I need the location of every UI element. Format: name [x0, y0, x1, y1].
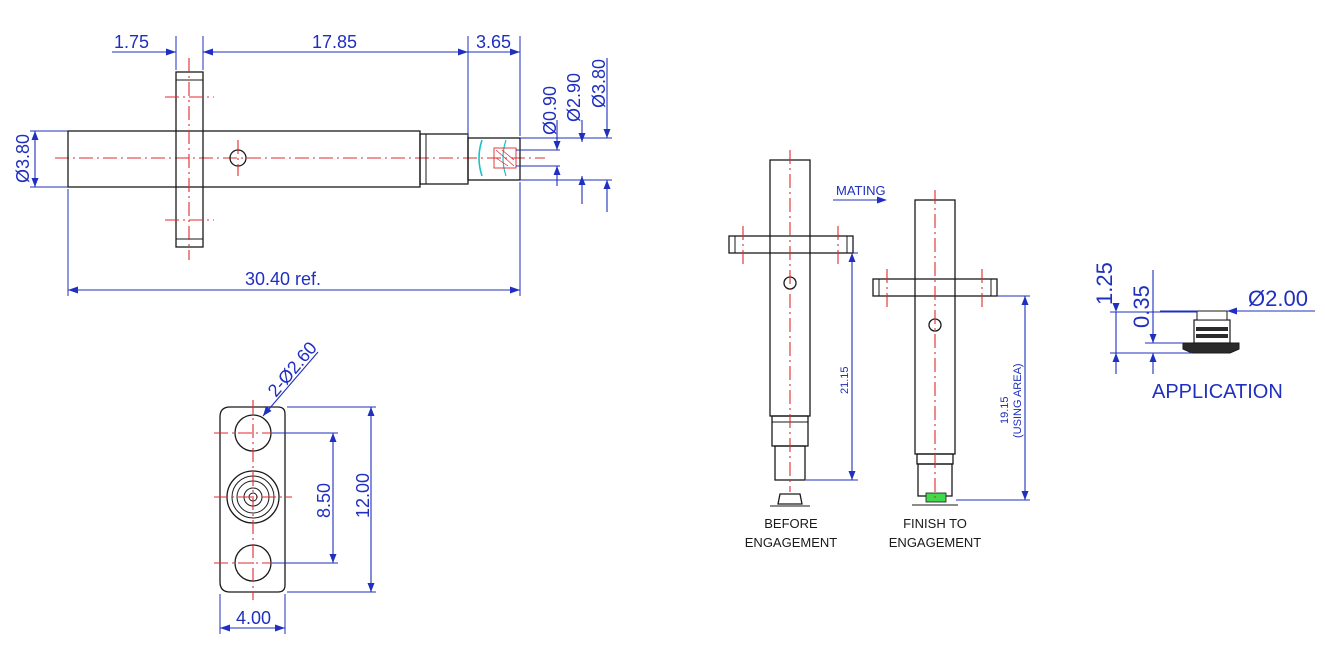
dim-tip-length: 3.65: [476, 32, 511, 52]
app-dim-height: 1.25: [1092, 262, 1117, 305]
tip-contact-arc: [478, 139, 483, 177]
dim-total-length: 30.40 ref.: [245, 269, 321, 289]
dim-d380-right: Ø3.80: [589, 59, 609, 108]
application-connector: [1193, 319, 1231, 344]
mating-label: MATING: [836, 183, 886, 198]
dim-d290: Ø2.90: [564, 73, 584, 122]
mating-view: MATING 21.15 19.15 (USING AREA) BEFORE E…: [728, 150, 1030, 550]
finish-label-2: ENGAGEMENT: [889, 535, 982, 550]
dim-before: 21.15: [839, 366, 851, 394]
shaft-tip: [467, 137, 521, 181]
shaft-body: [67, 130, 421, 188]
app-dim-gap: 0.35: [1129, 285, 1154, 328]
before-label-1: BEFORE: [764, 516, 818, 531]
contact-highlight: [925, 492, 947, 503]
before-label-2: ENGAGEMENT: [745, 535, 838, 550]
dim-flange-width: 4.00: [236, 608, 271, 628]
dim-finish-note: (USING AREA): [1012, 363, 1024, 438]
top-view: 1.75 17.85 3.65 Ø0.90 Ø2.90 Ø3.80: [13, 32, 612, 296]
shaft-step: [419, 133, 469, 185]
dim-d090: Ø0.90: [540, 86, 560, 135]
application-view: Ø2.00 1.25 0.35 APPLICATION: [1092, 262, 1315, 403]
before-pin-flange: [728, 235, 854, 254]
flange-outline: [219, 406, 286, 593]
finish-label-1: FINISH TO: [903, 516, 967, 531]
dim-flange-height: 12.00: [353, 473, 373, 518]
app-dim-diameter: Ø2.00: [1248, 286, 1308, 311]
flange-view: 2-Ø2.60 8.50 12.00 4.00: [214, 338, 376, 634]
dim-body-length: 17.85: [312, 32, 357, 52]
application-base: [1182, 342, 1240, 354]
dim-holes: 2-Ø2.60: [264, 338, 321, 401]
dim-flange-thickness: 1.75: [114, 32, 149, 52]
dim-finish: 19.15: [999, 396, 1011, 424]
dim-d380-left: Ø3.80: [13, 134, 33, 183]
dim-hole-pitch: 8.50: [314, 483, 334, 518]
application-label: APPLICATION: [1152, 381, 1283, 403]
